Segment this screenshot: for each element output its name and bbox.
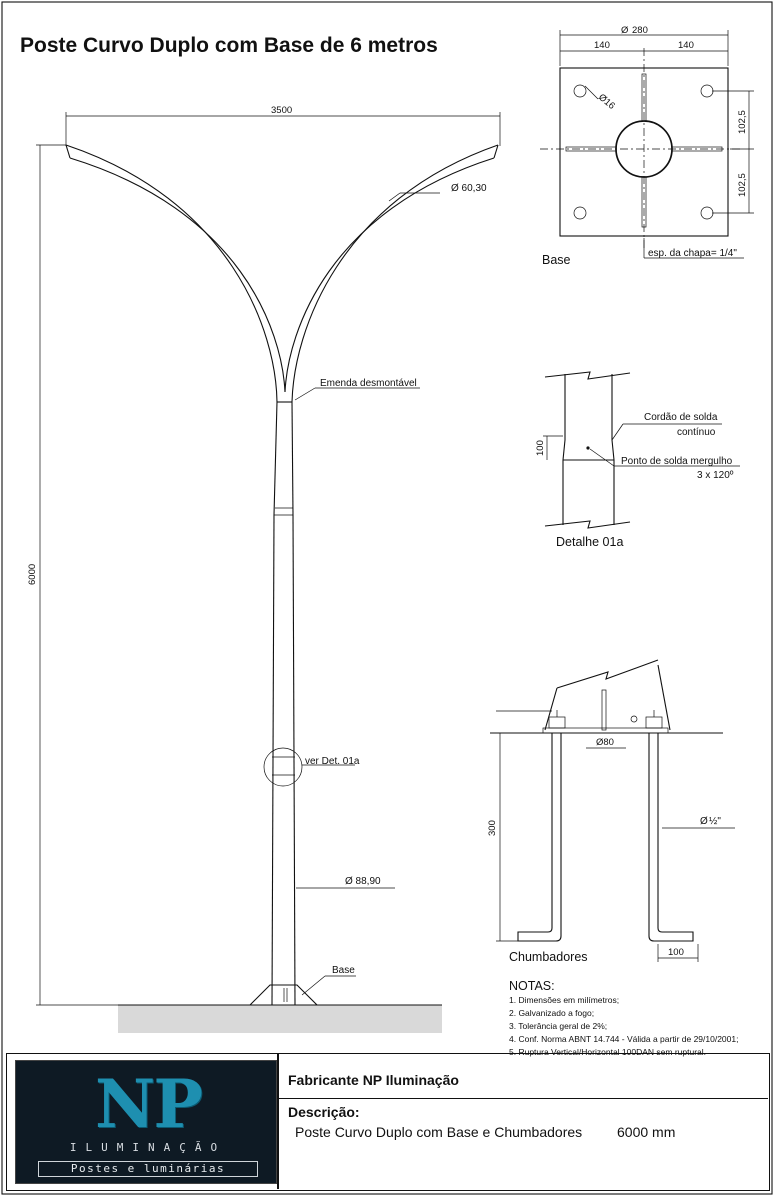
manufacturer: Fabricante NP Iluminação [288, 1072, 459, 1088]
detail-caption: Detalhe 01a [556, 535, 623, 549]
anchor-cut-diag-r [657, 664, 671, 731]
length-value: 6000 mm [617, 1124, 676, 1140]
arm-right-inner [284, 157, 495, 393]
base-upper-dim: 102,5 [737, 110, 748, 134]
detail-marker-circle [263, 747, 303, 787]
arm-left-tip [65, 144, 71, 159]
base-hole-br [700, 206, 714, 220]
anchors-caption: Chumbadores [509, 950, 588, 964]
spot-label-1: Ponto de solda mergulho [621, 456, 733, 467]
detail-ref-label: ver Det. 01a [305, 756, 360, 767]
joint-leader [294, 387, 316, 401]
note-1: 1. Dimensões em milímetros; [509, 995, 619, 1005]
spot-leader [589, 448, 615, 467]
pole-shaft-left [271, 514, 275, 1006]
hook-dim: 100 [668, 947, 684, 958]
hole-diameter: Ø16 [596, 92, 617, 112]
pole-elevation: ver Det. 01a Base 3500 6000 Ø 60,30 Emen… [27, 105, 501, 1033]
weld-leader [611, 423, 624, 441]
rod-right [648, 733, 694, 942]
logo-tagline: Postes e luminárias [38, 1161, 258, 1177]
nut-left [548, 716, 566, 729]
base-overall-value: 280 [632, 25, 648, 36]
anchor-bolts: Ø80 300 Ø ½" 100 Chumbadores [487, 659, 735, 964]
note-5: 5. Ruptura Vertical/Horizontal 100DAN se… [509, 1047, 706, 1057]
arm-diameter: Ø 60,30 [451, 183, 487, 194]
anchor-cut-left [556, 659, 659, 689]
weld-label-2: contínuo [677, 427, 716, 438]
spot-label-2: 3 x 120º [697, 470, 734, 481]
note-4: 4. Conf. Norma ABNT 14.744 - Válida a pa… [509, 1034, 738, 1044]
base-hole-tr [700, 84, 714, 98]
spot-point [586, 446, 590, 450]
hole-leader [584, 85, 599, 100]
notes: NOTAS: 1. Dimensões em milímetros; 2. Ga… [509, 979, 738, 1057]
base-plan-view: Ø 280 140 140 102,5 102,5 Ø16 esp. da ch… [540, 25, 754, 267]
joint-label: Emenda desmontável [320, 378, 417, 389]
height-dim: 6000 [27, 564, 38, 585]
anchor-stiffener [601, 689, 607, 731]
width-dim: 3500 [271, 105, 292, 116]
notes-heading: NOTAS: [509, 979, 555, 993]
logo-mark: NP [95, 1065, 203, 1143]
arm-diam-leader2 [388, 192, 401, 202]
base-caption: Base [542, 253, 571, 267]
pole-reducer-right [291, 401, 294, 516]
note-2: 2. Galvanizado a fogo; [509, 1008, 594, 1018]
title-block: NP ILUMINAÇÃO Postes e luminárias Fabric… [6, 1053, 770, 1191]
company-logo: NP ILUMINAÇÃO Postes e luminárias [15, 1060, 277, 1184]
rod-left [517, 733, 562, 942]
pole-shaft-right [292, 514, 296, 1006]
ground-hatch [118, 1005, 442, 1033]
base-half-left: 140 [594, 40, 610, 51]
detail-break-top [544, 371, 631, 380]
anchor-plate [542, 727, 669, 734]
weld-label-1: Cordão de solda [644, 412, 718, 423]
anchor-depth: 300 [487, 820, 498, 836]
base-half-right: 140 [678, 40, 694, 51]
arm-left-outer [65, 144, 278, 403]
logo-subtitle: ILUMINAÇÃO [69, 1141, 227, 1154]
description: Poste Curvo Duplo com Base e Chumbadores [295, 1124, 583, 1140]
arm-right-tip [493, 144, 499, 159]
plate-note: esp. da chapa= 1/4" [648, 248, 737, 259]
detail-sleeve-r [611, 439, 615, 461]
title-block-row-divider [278, 1098, 768, 1099]
rod-diameter-frac: ½" [709, 816, 721, 827]
page-title: Poste Curvo Duplo com Base de 6 metros [20, 34, 438, 57]
detail-break-bottom [544, 520, 631, 529]
rod-diameter-prefix: Ø [700, 816, 708, 827]
detail-01a: 100 Cordão de solda contínuo Ponto de so… [535, 371, 740, 549]
arm-right-outer [291, 144, 499, 403]
arm-left-inner [69, 157, 286, 393]
description-heading: Descrição: [288, 1104, 360, 1120]
base-hole-tl [573, 84, 587, 98]
stiffener-top [641, 73, 647, 122]
anchor-small-hole [630, 715, 638, 723]
base-hole-bl [573, 206, 587, 220]
detail-height: 100 [535, 440, 546, 456]
base-lower-dim: 102,5 [737, 173, 748, 197]
title-block-divider [277, 1054, 279, 1189]
note-3: 3. Tolerância geral de 2%; [509, 1021, 607, 1031]
pole-reducer-left [273, 401, 278, 516]
anchor-cut-diag [544, 687, 558, 731]
base-leader [301, 975, 326, 996]
detail-sleeve-l [562, 439, 566, 461]
pole-diameter: Ø 88,90 [345, 876, 381, 887]
pole-base-plate [248, 984, 319, 1006]
base-overall-symbol: Ø [621, 25, 629, 36]
nut-right [645, 716, 663, 729]
base-label: Base [332, 965, 355, 976]
anchor-spacing: Ø80 [596, 737, 614, 748]
